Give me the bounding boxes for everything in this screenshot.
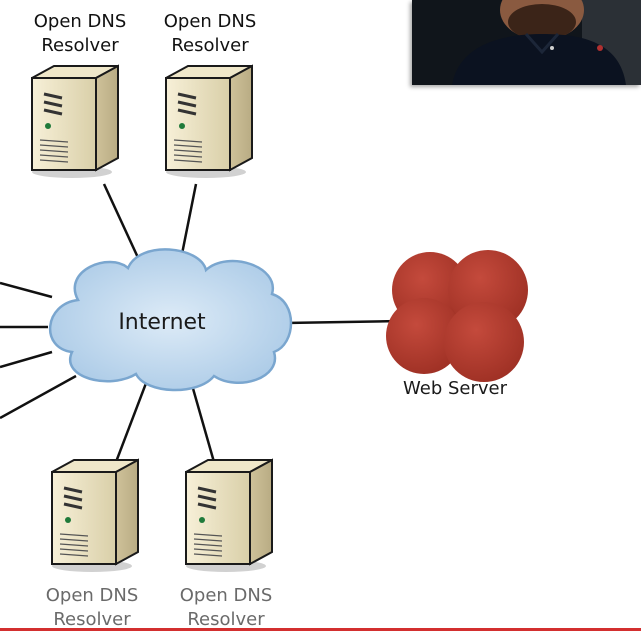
- web-server-label: Web Server: [403, 378, 507, 399]
- resolver-bottom-left-label: Open DNS Resolver: [32, 584, 152, 632]
- label-line: Open DNS: [179, 585, 273, 606]
- resolver-bottom-right-label: Open DNS Resolver: [166, 584, 286, 632]
- label-line: Open DNS: [45, 585, 139, 606]
- internet-label: Internet: [118, 310, 206, 335]
- link-bottom-left: [114, 377, 150, 463]
- label-line: Resolver: [53, 609, 131, 630]
- web-server-attack-icon: [386, 250, 528, 382]
- server-bottom-right-icon: [184, 458, 274, 574]
- link-left-4: [0, 374, 77, 420]
- server-top-left-icon: [30, 64, 120, 180]
- link-bottom-right: [188, 377, 216, 463]
- resolver-top-left-label: Open DNS Resolver: [20, 10, 140, 58]
- presenter-webcam-inset: [412, 0, 641, 85]
- link-left-3: [0, 350, 53, 369]
- presenter-silhouette-icon: [412, 0, 641, 85]
- label-line: Resolver: [187, 609, 265, 630]
- accent-divider: [0, 628, 641, 631]
- label-line: Open DNS: [163, 11, 257, 32]
- label-line: Resolver: [171, 35, 249, 56]
- server-bottom-left-icon: [50, 458, 140, 574]
- server-top-right-icon: [164, 64, 254, 180]
- link-left-1: [0, 281, 53, 299]
- link-web-server: [284, 319, 401, 325]
- label-line: Open DNS: [33, 11, 127, 32]
- link-top-left: [102, 183, 142, 263]
- internet-cloud-icon: [48, 248, 293, 392]
- label-line: Resolver: [41, 35, 119, 56]
- connection-lines: [0, 183, 401, 463]
- resolver-top-right-label: Open DNS Resolver: [150, 10, 270, 58]
